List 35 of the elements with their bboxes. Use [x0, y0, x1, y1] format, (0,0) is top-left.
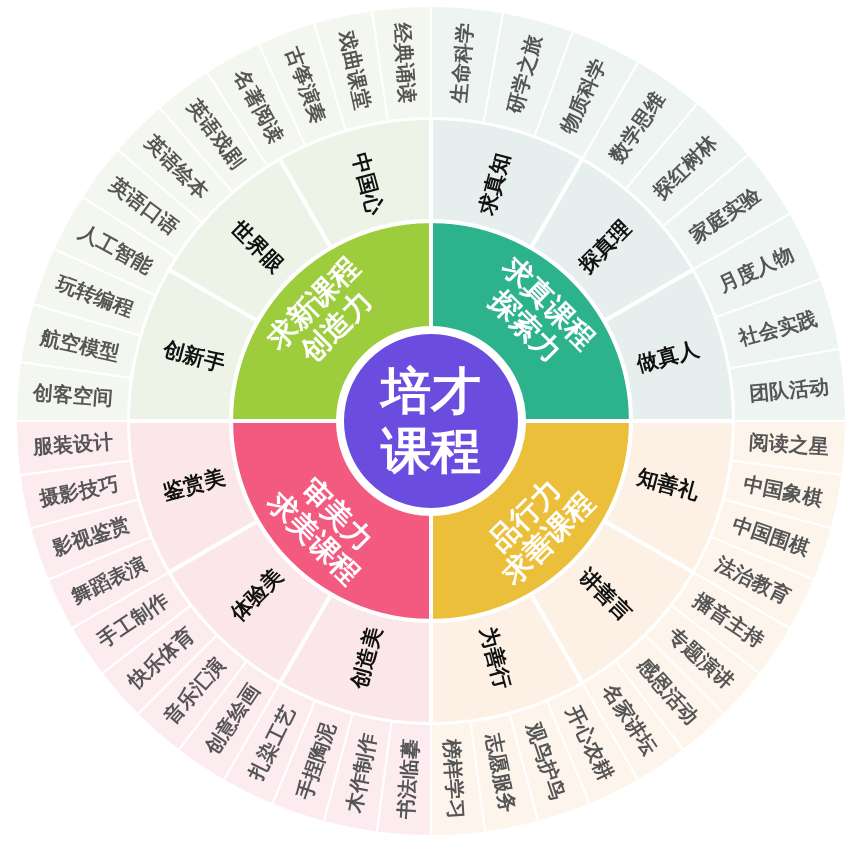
- course-label: 木作制作: [342, 732, 380, 814]
- category-label: 中国心: [348, 150, 387, 218]
- category-label: 讲善言: [574, 564, 636, 626]
- course-label: 戏曲课堂: [335, 28, 374, 112]
- course-label: 研学之旅: [502, 32, 545, 116]
- course-label: 书法临摹: [394, 738, 422, 820]
- course-label: 玩转编程: [53, 271, 136, 320]
- course-label: 影视鉴赏: [50, 513, 132, 560]
- course-label: 中国围棋: [730, 513, 812, 560]
- course-label: 榜样学习: [440, 738, 468, 820]
- category-label: 知善礼: [634, 465, 702, 504]
- course-label: 观鸟护鸟: [523, 720, 570, 802]
- course-label: 手捏陶泥: [292, 720, 339, 802]
- category-label: 体验美: [226, 564, 288, 626]
- category-label: 为善行: [475, 624, 514, 692]
- category-label: 鉴赏美: [160, 465, 228, 504]
- category-label: 求真知: [475, 150, 514, 218]
- course-label: 服装设计: [32, 430, 114, 458]
- category-label: 探真理: [574, 216, 636, 278]
- center-title: 培才课程: [378, 361, 482, 481]
- course-label: 社会实践: [736, 307, 820, 350]
- course-label: 创客空间: [32, 382, 114, 410]
- category-label: 创造美: [348, 624, 387, 692]
- course-label: 航空模型: [38, 325, 122, 364]
- course-label: 摄影技巧: [38, 472, 120, 510]
- course-label: 生命科学: [448, 22, 477, 104]
- course-label: 经典诵读: [392, 22, 420, 104]
- category-label: 创新手: [160, 338, 228, 377]
- course-label: 中国象棋: [742, 472, 824, 510]
- category-label: 做真人: [634, 338, 702, 377]
- course-label: 团队活动: [748, 375, 830, 404]
- course-label: 阅读之星: [748, 430, 830, 458]
- category-label: 世界眼: [226, 216, 288, 278]
- course-label: 古筝演奏: [281, 43, 330, 126]
- course-label: 志愿服务: [482, 732, 520, 814]
